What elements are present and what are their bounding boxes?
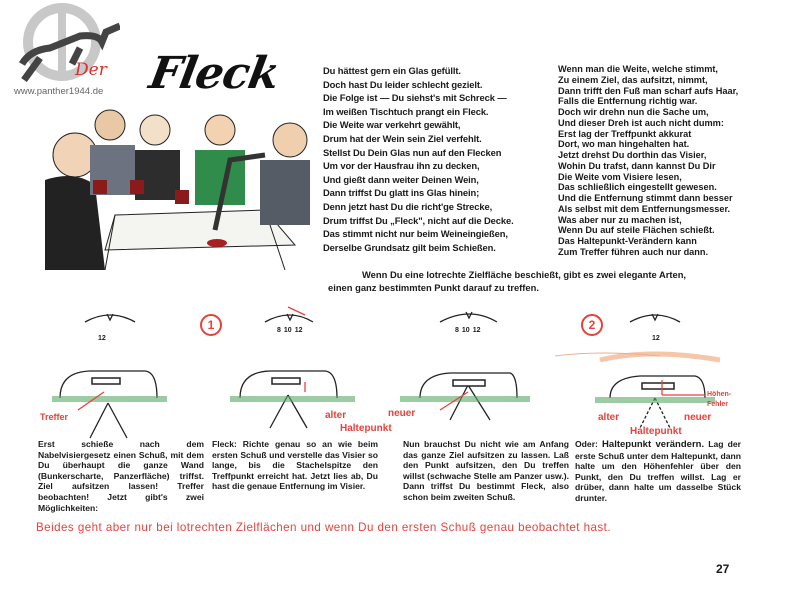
label-hoehen: Höhen- xyxy=(707,391,732,398)
poem-line: Doch wir drehn nun die Sache um, xyxy=(558,107,709,117)
dinner-cartoon xyxy=(45,109,310,270)
col-text: Erst schieße nach dem Nabelvisiergesetz … xyxy=(38,439,204,513)
label-treffer: Treffer xyxy=(40,412,69,422)
col-text: Nun brauchst Du nicht wie am Anfang das … xyxy=(403,439,569,502)
label-haltepunkt: Haltepunkt xyxy=(630,426,682,437)
poem-line: Und dieser Dreh ist auch nicht dumm: xyxy=(558,117,724,128)
poem-right: Wenn man die Weite, welche stimmt,Zu ein… xyxy=(558,64,783,258)
poem-line: Die Folge ist — Du siehst's mit Schreck … xyxy=(323,92,507,104)
poem-line: Jetzt drehst Du dorthin das Visier, xyxy=(558,150,707,160)
poem-line: Und gießt dann weiter Deinen Wein, xyxy=(323,173,479,185)
poem-line: Denn jetzt hast Du die richt'ge Strecke, xyxy=(323,200,493,212)
scale-label: 8 xyxy=(277,327,281,334)
intro-text: Wenn Du eine lotrechte Zielfläche beschi… xyxy=(328,268,778,294)
poem-line: Drum hat der Wein sein Ziel verfehlt. xyxy=(323,132,482,144)
explanation-col-2: Fleck: Richte genau so an wie beim erste… xyxy=(212,439,378,492)
poem-line: Die Weite vom Visiere lesen, xyxy=(558,171,682,182)
col-bold: Haltepunkt verändern. xyxy=(602,439,705,450)
poem-line: Zu einem Ziel, das aufsitzt, nimmt, xyxy=(558,74,708,85)
poem-line: Dort, wo man hingehalten hat. xyxy=(558,139,690,150)
col-text: Lag der erste Schuß unter dem Haltepunkt… xyxy=(575,439,741,503)
label-fehler: Fehler xyxy=(707,401,729,408)
poem-line: Wenn man die Weite, welche stimmt, xyxy=(558,64,718,74)
title-prefix: Der xyxy=(75,60,107,80)
poem-line: Stellst Du Dein Glas nun auf den Flecken xyxy=(323,146,502,158)
poem-line: Das stimmt nicht nur beim Weineingießen, xyxy=(323,228,508,240)
poem-line: Dann trifft den Fuß man scharf aufs Haar… xyxy=(558,85,739,96)
scale-label: 8 xyxy=(455,327,459,334)
poem-line: Und die Entfernung stimmt dann besser xyxy=(558,193,733,203)
poem-line: Das schließlich eingestellt gewesen. xyxy=(558,182,717,193)
label-alter: alter xyxy=(598,412,620,423)
page-number: 27 xyxy=(716,562,730,576)
intro-line: Wenn Du eine lotrechte Zielfläche beschi… xyxy=(362,269,687,280)
poem-line: Drum triffst Du „Fleck", nicht auf die D… xyxy=(323,214,514,226)
label-haltepunkt: Haltepunkt xyxy=(340,423,392,434)
scale-label: 12 xyxy=(652,335,660,342)
poem-line: Die Weite war verkehrt gewählt, xyxy=(323,119,461,131)
footer-note: Beides geht aber nur bei lotrechten Ziel… xyxy=(36,521,611,534)
poem-line: Zum Treffer führen auch nur dann. xyxy=(558,246,709,257)
col-bold: Fleck: xyxy=(212,439,237,449)
poem-line: Falls die Entfernung richtig war. xyxy=(558,96,698,107)
label-neuer: neuer xyxy=(684,412,712,423)
sight-diagrams xyxy=(52,306,721,439)
explanation-col-3: Nun brauchst Du nicht wie am Anfang das … xyxy=(403,439,569,503)
explanation-col-1: Erst schieße nach dem Nabelvisiergesetz … xyxy=(38,439,204,513)
poem-line: Wohin Du trafst, dann kannst Du Dir xyxy=(558,160,716,171)
panther-logo xyxy=(18,3,120,83)
poem-line: Doch hast Du leider schlecht gezielt. xyxy=(323,78,483,90)
label-neuer: neuer xyxy=(388,408,416,419)
intro-line: einen ganz bestimmten Punkt darauf zu tr… xyxy=(328,282,539,293)
page-title: Fleck xyxy=(145,48,283,99)
poem-left: Du hättest gern ein Glas gefüllt. Doch ha… xyxy=(323,64,551,254)
scale-label: 12 xyxy=(472,327,481,334)
poem-line: Was aber nur zu machen ist, xyxy=(558,214,682,225)
scale-label: 12 xyxy=(98,335,106,342)
poem-line: Du hättest gern ein Glas gefüllt. xyxy=(323,65,461,76)
poem-line: Das Haltepunkt-Verändern kann xyxy=(558,236,697,246)
step-1-badge: 1 xyxy=(200,314,222,336)
poem-line: Als selbst mit dem Entfernungsmesser. xyxy=(558,203,731,214)
col-prefix: Oder: xyxy=(575,439,603,449)
poem-line: Derselbe Grundsatz gilt beim Schießen. xyxy=(323,241,496,253)
poem-line: Erst lag der Treffpunkt akkurat xyxy=(558,128,692,139)
col-text: Richte genau so an wie beim ersten Schuß… xyxy=(212,439,378,492)
poem-line: Dann triffst Du glatt ins Glas hinein; xyxy=(323,187,480,199)
explanation-col-4: Oder: Haltepunkt verändern. Lag der erst… xyxy=(575,439,741,504)
poem-line: Um vor der Hausfrau ihn zu decken, xyxy=(323,160,480,172)
watermark: www.panther1944.de xyxy=(14,86,104,97)
scale-label: 12 xyxy=(294,327,303,334)
step-2-badge: 2 xyxy=(581,314,603,336)
scale-label: 10 xyxy=(461,327,470,334)
scale-label: 10 xyxy=(283,327,292,334)
label-alter: alter xyxy=(325,410,347,421)
poem-line: Wenn Du auf steile Flächen schießt. xyxy=(558,225,715,236)
poem-line: Im weißen Tischtuch prangt ein Fleck. xyxy=(323,105,489,117)
